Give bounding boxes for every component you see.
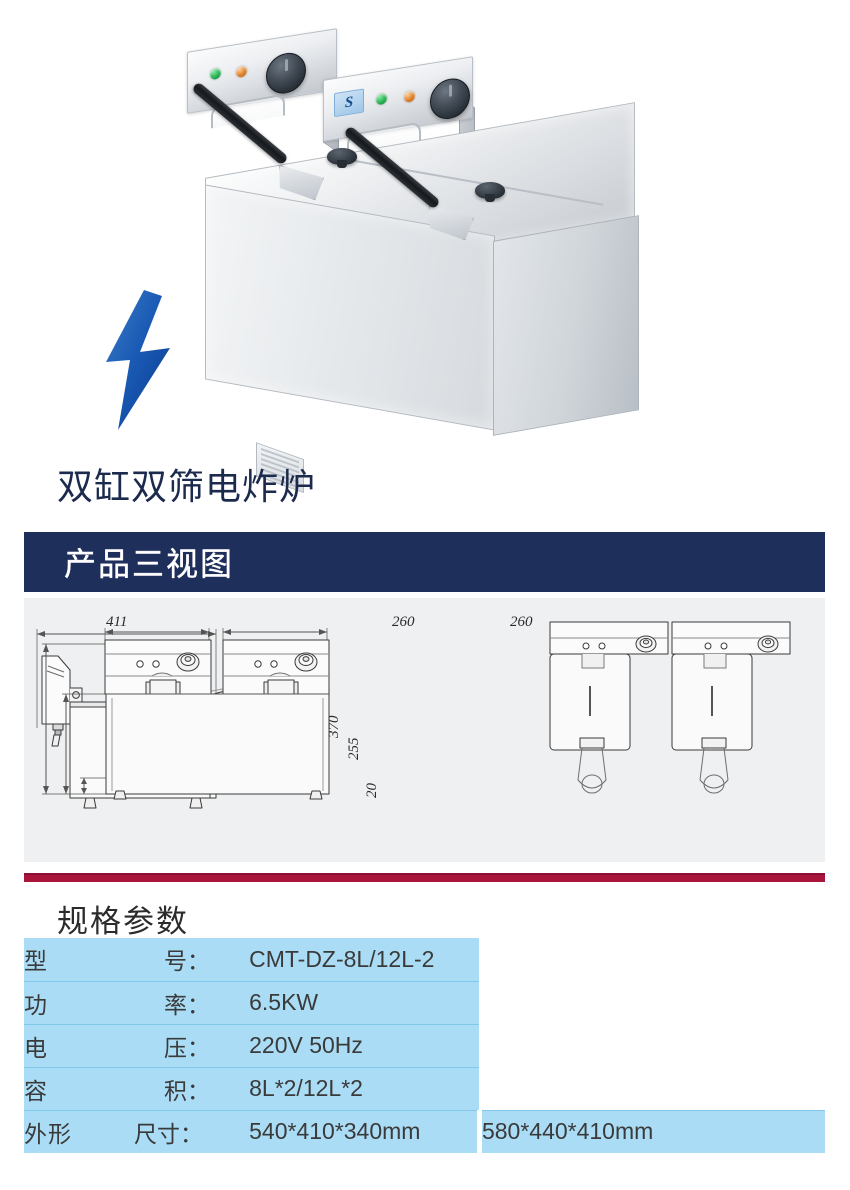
- lid-knob-left[interactable]: [327, 148, 357, 168]
- page-title: 双缸双筛电炸炉: [57, 467, 317, 508]
- temperature-knob-right[interactable]: [430, 75, 470, 122]
- spec-value-capacity: 8L*2/12L*2: [249, 1066, 480, 1110]
- spec-label-voltage: 电压：: [24, 1023, 250, 1067]
- dim-label-411: 411: [106, 614, 127, 630]
- spec-value-dimensions-a: 540*410*340mm: [249, 1109, 480, 1153]
- spec-section-title: 规格参数: [57, 904, 189, 940]
- spec-label-model: 型号：: [24, 949, 210, 976]
- dim-label-20: 20: [364, 783, 380, 799]
- dim-label-260-right: 260: [510, 614, 533, 630]
- spec-value-voltage: 220V 50Hz: [249, 1023, 480, 1067]
- product-photo: S: [0, 0, 850, 494]
- table-row: 容积： 8L*2/12L*2: [24, 1066, 825, 1110]
- spec-value-dimensions-b: 580*440*410mm: [476, 1109, 825, 1153]
- table-row: 功率： 6.5KW: [24, 980, 825, 1024]
- heat-indicator-light-right: [404, 90, 415, 104]
- dim-label-255: 255: [346, 737, 362, 760]
- dim-label-370: 370: [326, 715, 342, 739]
- spec-label-capacity: 容积：: [24, 1066, 250, 1110]
- three-view-header-label: 产品三视图: [64, 545, 235, 583]
- power-indicator-light-left: [210, 67, 221, 81]
- heat-indicator-light-left: [236, 65, 247, 79]
- spec-value-power: 6.5KW: [249, 980, 480, 1024]
- table-row: 外形尺寸： 540*410*340mm 580*440*410mm: [24, 1109, 825, 1153]
- spec-divider-bar: [24, 873, 825, 882]
- spec-table: 型号： CMT-DZ-8L/12L-2 功率： 6.5KW 电压： 220V 5…: [24, 938, 825, 1153]
- lid-knob-right[interactable]: [475, 182, 505, 202]
- temperature-knob-left[interactable]: [266, 50, 306, 97]
- fryer-side-face: [493, 215, 639, 436]
- spec-label-power: 功率：: [24, 980, 250, 1024]
- spec-value-model: CMT-DZ-8L/12L-2: [249, 945, 435, 972]
- drawing-front-view: [42, 628, 330, 800]
- drawing-top-view: [549, 621, 791, 794]
- brand-logo-sticker: S: [334, 88, 364, 118]
- table-row: 电压： 220V 50Hz: [24, 1023, 825, 1067]
- spec-label-dimensions: 外形尺寸：: [24, 1109, 250, 1153]
- table-row: 型号： CMT-DZ-8L/12L-2: [24, 938, 825, 981]
- dim-label-260-left: 260: [392, 614, 415, 630]
- lightning-bolt-icon: [100, 290, 174, 430]
- three-view-panel: 411 260 260 370 255 20: [24, 598, 825, 862]
- three-view-header: 产品三视图: [24, 532, 825, 592]
- power-indicator-light-right: [376, 92, 387, 106]
- fryer-illustration: S: [175, 22, 695, 494]
